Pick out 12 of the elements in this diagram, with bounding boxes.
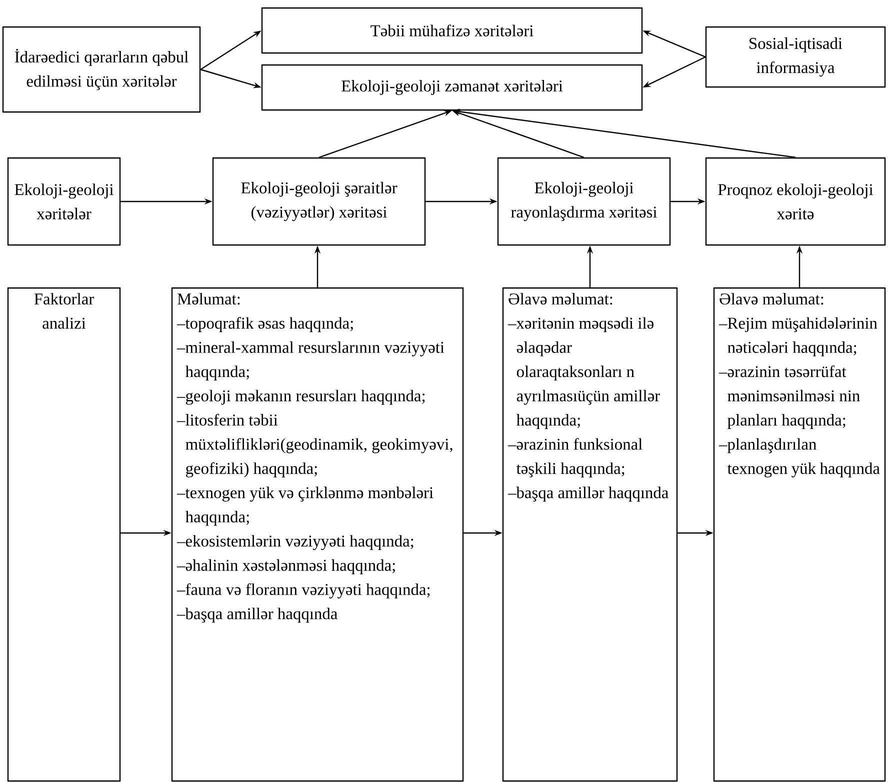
process-box: Ekoloji-geoloji zəmanət xəritələri (261, 64, 643, 111)
process-box: Proqnoz ekoloji-geoloji xəritə (705, 157, 886, 246)
process-box: Ekoloji-geoloji şəraitlər (vəziyyətlər) xəritəsi (212, 157, 426, 246)
process-box: Təbii mühafizə xəritələri (261, 7, 643, 54)
process-box: Ekoloji-geoloji xəritələr (7, 157, 121, 246)
info-box: Məlumat: –topoqrafik əsas haqqında; –mineral-xammal resurslarının vəziyyəti haqqında; –geoloji məkanın resursları haqqında; –litosferin təbii müxtəliflikləri(geodinamik, geokimyəvi, geofiziki) haqqında; –texnogen yük və çirklənmə mənbələri haqqında; –ekosistemlərin vəziyyəti haqqında; –əhalinin xəstələnməsi haqqında; –fauna və floranın vəziyyəti haqqında; –başqa amillər haqqında (171, 287, 464, 782)
process-box: Ekoloji-geoloji rayonlaşdırma xəritəsi (497, 157, 671, 246)
process-box: Sosial-iqtisadi informasiya (705, 26, 886, 88)
process-box: İdarəedici qərarların qəbul edilməsi üçün xəritələr (2, 26, 201, 113)
info-box: Əlavə məlumat: –xəritənin məqsədi ilə əlaqədar olaraqtaksonları n ayrılmasıüçün amillər haqqında; –ərazinin funksional təşkili haqqında; –başqa amillər haqqında (502, 287, 678, 782)
process-box: Faktorlar analizi (7, 287, 121, 782)
info-box: Əlavə məlumat: –Rejim müşahidələrinin nəticələri haqqında; –ərazinin təsərrüfat mənimsənilməsi nin planları haqqında; –planlaşdırılan texnogen yük haqqında (713, 287, 886, 782)
